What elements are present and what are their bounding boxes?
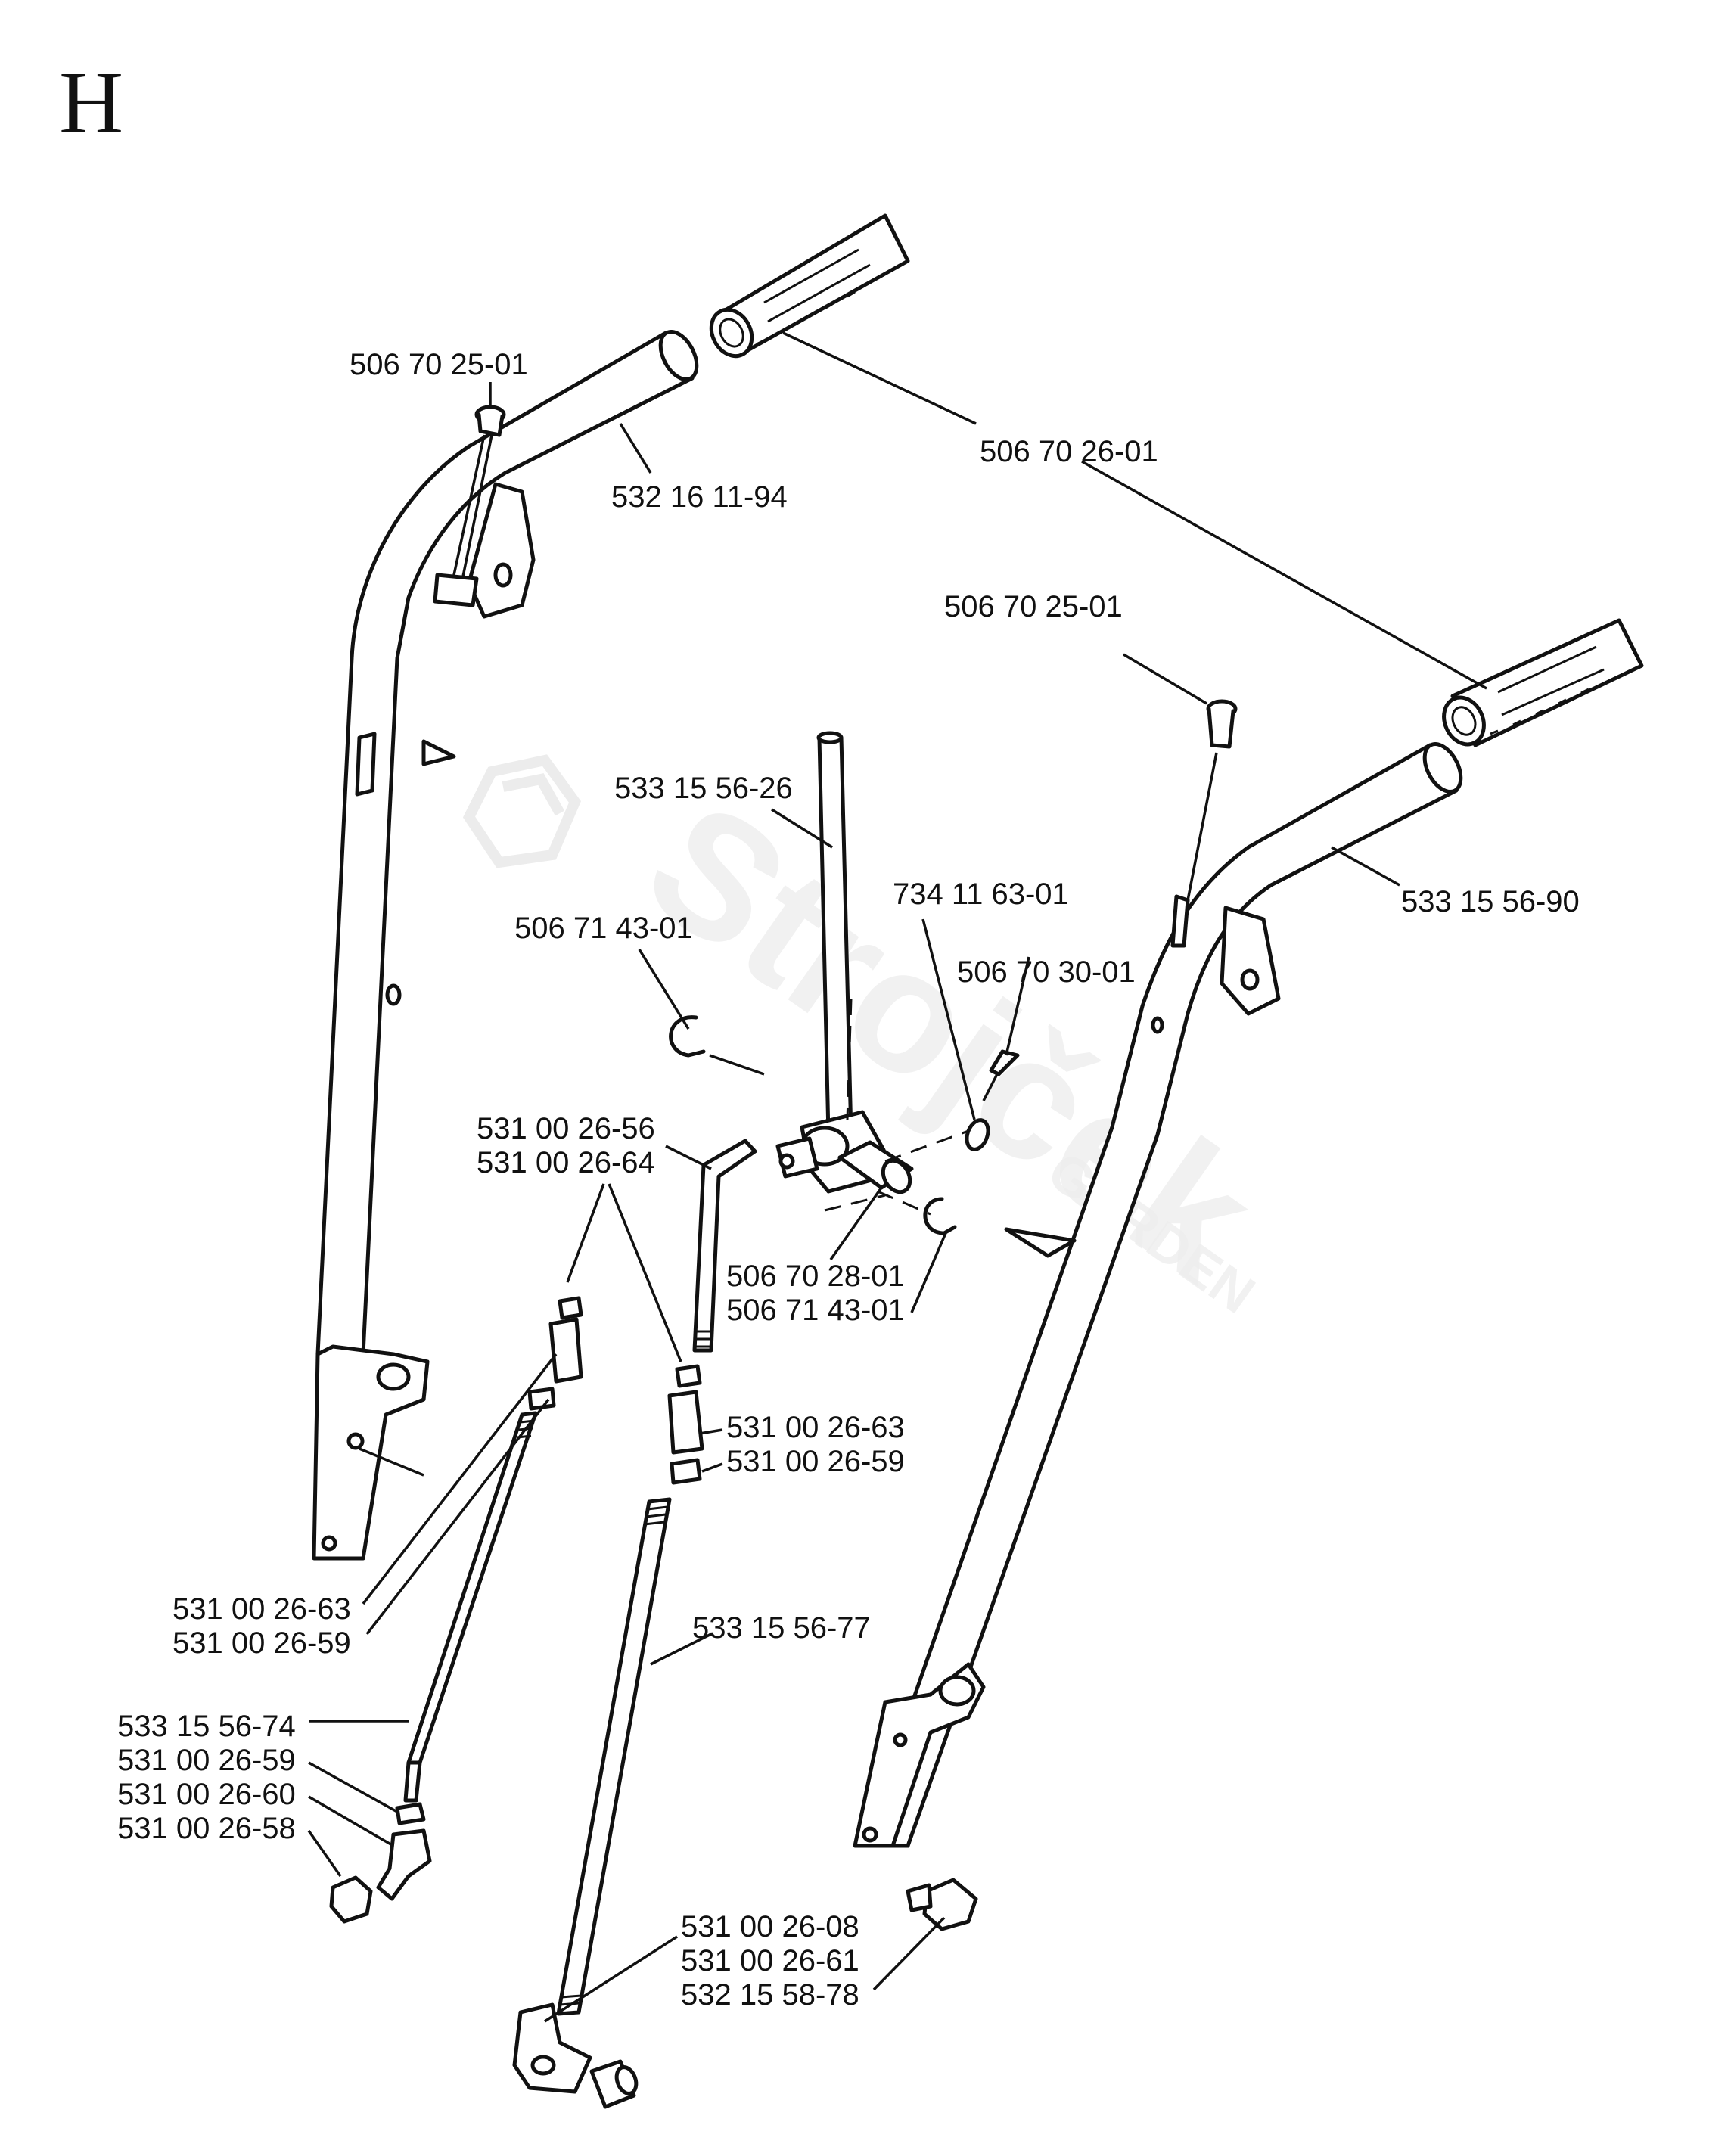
part-labels: 506 70 25-01 532 16 11-94 506 70 26-01 5… <box>117 348 1580 2012</box>
section-letter: H <box>59 53 123 152</box>
label-531-00-26-63-center: 531 00 26-63 <box>726 1411 905 1444</box>
label-533-15-56-90: 533 15 56-90 <box>1401 885 1580 918</box>
left-plate-arrow <box>359 1447 424 1477</box>
label-533-15-56-26: 533 15 56-26 <box>614 772 793 805</box>
label-506-71-43-01-lower: 506 71 43-01 <box>726 1294 905 1327</box>
assembly-line-5 <box>709 1054 765 1076</box>
leader-lines <box>307 331 1487 2023</box>
right-handle-tube <box>853 742 1463 1848</box>
pivot-pin <box>837 1140 914 1194</box>
label-506-70-30-01: 506 70 30-01 <box>957 955 1136 989</box>
label-531-00-26-63-left: 531 00 26-63 <box>172 1592 351 1626</box>
clip-upper <box>669 1015 706 1058</box>
grip-upper <box>709 213 910 359</box>
label-531-00-26-60: 531 00 26-60 <box>117 1778 296 1811</box>
label-506-70-25-01-right: 506 70 25-01 <box>944 590 1123 623</box>
pin-cotter <box>982 1049 1020 1101</box>
assembly-line-4 <box>824 1194 886 1212</box>
coupler-left <box>527 1296 583 1411</box>
label-506-70-26-01: 506 70 26-01 <box>980 435 1158 468</box>
label-532-15-58-78: 532 15 58-78 <box>681 1978 859 2012</box>
label-506-71-43-01-upper: 506 71 43-01 <box>514 912 693 945</box>
label-531-00-26-59-left: 531 00 26-59 <box>172 1626 351 1660</box>
right-cap-bolt <box>1186 699 1238 901</box>
clip-lower <box>923 1197 957 1235</box>
label-531-00-26-59-bottom: 531 00 26-59 <box>117 1744 296 1777</box>
label-532-16-11-94: 532 16 11-94 <box>611 480 788 514</box>
label-734-11-63-01: 734 11 63-01 <box>893 878 1069 911</box>
label-531-00-26-56: 531 00 26-56 <box>477 1112 655 1145</box>
label-531-00-26-61: 531 00 26-61 <box>681 1944 859 1977</box>
bottom-bolt <box>906 1878 978 1931</box>
left-handle-tube <box>312 330 699 1561</box>
label-531-00-26-58: 531 00 26-58 <box>117 1812 296 1845</box>
grip-lower <box>1442 618 1644 747</box>
label-531-00-26-08: 531 00 26-08 <box>681 1910 859 1943</box>
label-506-70-28-01: 506 70 28-01 <box>726 1260 905 1293</box>
label-533-15-56-77: 533 15 56-77 <box>692 1611 871 1645</box>
assembly-line-3 <box>877 1190 931 1216</box>
label-531-00-26-59-center: 531 00 26-59 <box>726 1445 905 1478</box>
label-533-15-56-74: 533 15 56-74 <box>117 1710 296 1743</box>
assembly-line-1 <box>846 998 853 1120</box>
label-531-00-26-64: 531 00 26-64 <box>477 1146 655 1179</box>
coupler-center <box>667 1364 704 1485</box>
assembly-line-2 <box>884 1129 969 1163</box>
label-506-70-25-01-left: 506 70 25-01 <box>350 348 528 381</box>
bottom-clevis <box>512 2002 639 2109</box>
long-rod <box>556 1497 672 2016</box>
left-cap-bolt <box>433 405 506 607</box>
